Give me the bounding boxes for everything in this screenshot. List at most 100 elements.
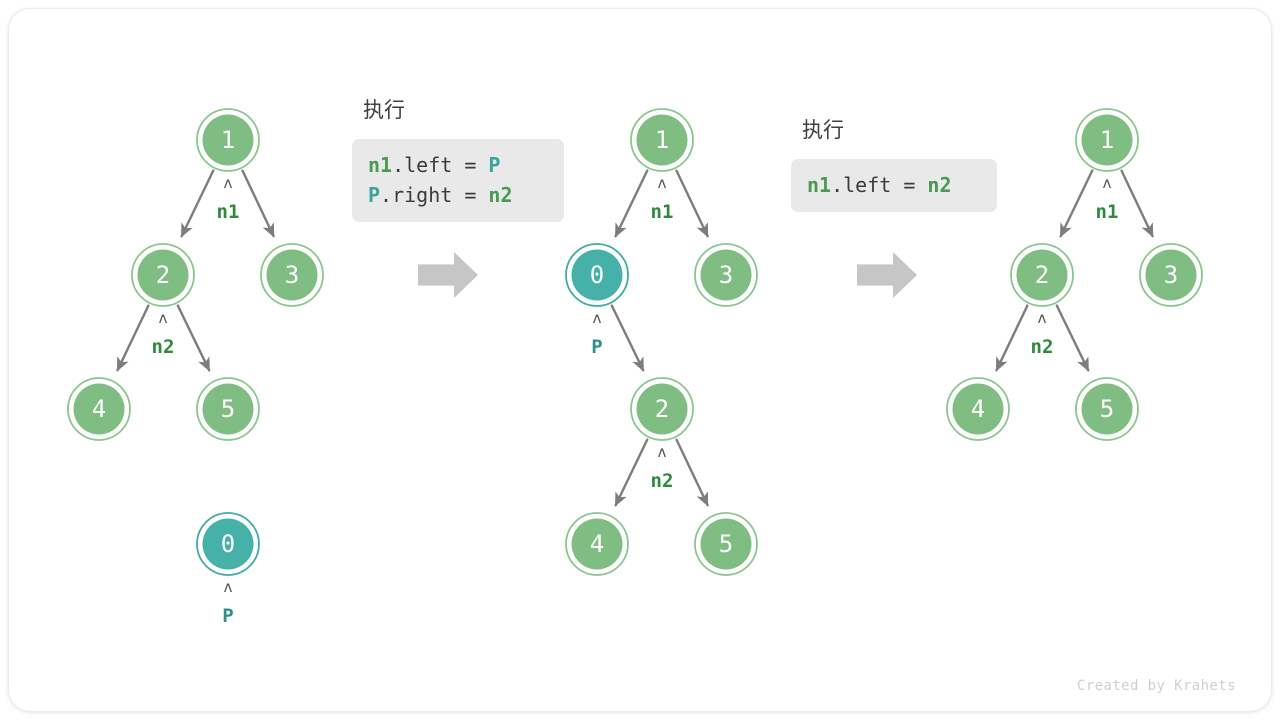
code-line: P.right = n2 (368, 180, 548, 210)
pointer-label: n1 (217, 201, 240, 223)
node-disc (202, 114, 254, 166)
pointer-caret-icon: ʌ (223, 174, 232, 192)
node-disc (137, 249, 189, 301)
pointer-label: P (591, 336, 602, 358)
node-disc (73, 383, 125, 435)
tree-node[interactable]: 5 (196, 377, 260, 441)
node-value: 5 (719, 530, 733, 558)
tree-node[interactable]: 3 (260, 243, 324, 307)
exec-label-step-3: 执行 (802, 118, 844, 142)
node-disc (1145, 249, 1197, 301)
step-arrow-icon (418, 252, 478, 298)
tree-edge (675, 169, 709, 238)
code-token: .right = (380, 183, 489, 207)
tree-edge (1120, 169, 1154, 238)
pointer-label: n1 (651, 201, 674, 223)
node-value: 3 (1164, 261, 1178, 289)
tree-node[interactable]: 5 (694, 512, 758, 576)
tree-edge (180, 169, 215, 238)
node-value: 2 (655, 395, 669, 423)
tree-edge (1055, 304, 1090, 372)
node-value: 0 (590, 261, 604, 289)
node-outer-ring (260, 243, 324, 307)
tree-node[interactable]: 2 (630, 377, 694, 441)
node-disc (202, 518, 254, 570)
tree-node[interactable]: 1 (1075, 108, 1139, 172)
node-disc (636, 383, 688, 435)
tree-node[interactable]: 0 (196, 512, 260, 576)
node-outer-ring (1139, 243, 1203, 307)
node-outer-ring (565, 243, 629, 307)
tree-edge (610, 304, 645, 372)
node-disc (202, 383, 254, 435)
tree-edge (675, 438, 709, 507)
tree-node[interactable]: 2 (1010, 243, 1074, 307)
tree-edge (614, 438, 649, 507)
node-outer-ring (694, 512, 758, 576)
code-token: .left = (392, 153, 489, 177)
code-token: n2 (927, 173, 952, 197)
pointer-caret-icon: ʌ (657, 174, 666, 192)
code-token: P (368, 183, 381, 207)
pointer-label: n2 (651, 470, 674, 492)
node-outer-ring (630, 377, 694, 441)
tree-node[interactable]: 4 (565, 512, 629, 576)
node-outer-ring (196, 108, 260, 172)
node-disc (952, 383, 1004, 435)
node-outer-ring (630, 108, 694, 172)
node-value: 4 (590, 530, 604, 558)
node-value: 5 (221, 395, 235, 423)
tree-node[interactable]: 3 (694, 243, 758, 307)
node-value: 1 (655, 126, 669, 154)
exec-label-step-2: 执行 (363, 98, 405, 122)
tree-node[interactable]: 1 (630, 108, 694, 172)
tree-node[interactable]: 4 (946, 377, 1010, 441)
tree-edge (1059, 169, 1094, 238)
node-value: 4 (971, 395, 985, 423)
node-value: 1 (221, 126, 235, 154)
tree-node[interactable]: 1 (196, 108, 260, 172)
node-outer-ring (196, 512, 260, 576)
node-disc (700, 518, 752, 570)
tree-node[interactable]: 2 (131, 243, 195, 307)
pointer-caret-icon: ʌ (158, 309, 167, 327)
node-outer-ring (1010, 243, 1074, 307)
pointer-caret-icon: ʌ (1102, 174, 1111, 192)
node-disc (571, 518, 623, 570)
pointer-caret-icon: ʌ (223, 578, 232, 596)
node-outer-ring (565, 512, 629, 576)
code-token: .left = (831, 173, 928, 197)
tree-node[interactable]: 4 (67, 377, 131, 441)
tree-node[interactable]: 5 (1075, 377, 1139, 441)
node-outer-ring (131, 243, 195, 307)
pointer-caret-icon: ʌ (657, 443, 666, 461)
pointer-label: P (222, 605, 233, 627)
code-token: n1 (807, 173, 832, 197)
nodes-layer: 1 2 3 4 5 0 1 0 3 2 4 5 1 2 3 4 5 (67, 108, 1203, 576)
block-arrows-layer (418, 252, 917, 298)
tree-node[interactable]: 3 (1139, 243, 1203, 307)
node-value: 1 (1100, 126, 1114, 154)
code-token: P (488, 153, 501, 177)
tree-edge (995, 304, 1029, 372)
tree-edge (241, 169, 275, 238)
pointer-label: n2 (152, 336, 175, 358)
step-arrow-icon (857, 252, 917, 298)
node-value: 2 (156, 261, 170, 289)
node-outer-ring (946, 377, 1010, 441)
node-disc (571, 249, 623, 301)
watermark-credit: Created by Krahets (1077, 678, 1236, 694)
node-value: 3 (285, 261, 299, 289)
node-outer-ring (196, 377, 260, 441)
edges-layer (116, 169, 1154, 507)
node-value: 2 (1035, 261, 1049, 289)
node-value: 5 (1100, 395, 1114, 423)
node-disc (1081, 114, 1133, 166)
node-disc (266, 249, 318, 301)
tree-node[interactable]: 0 (565, 243, 629, 307)
node-disc (700, 249, 752, 301)
node-outer-ring (1075, 108, 1139, 172)
